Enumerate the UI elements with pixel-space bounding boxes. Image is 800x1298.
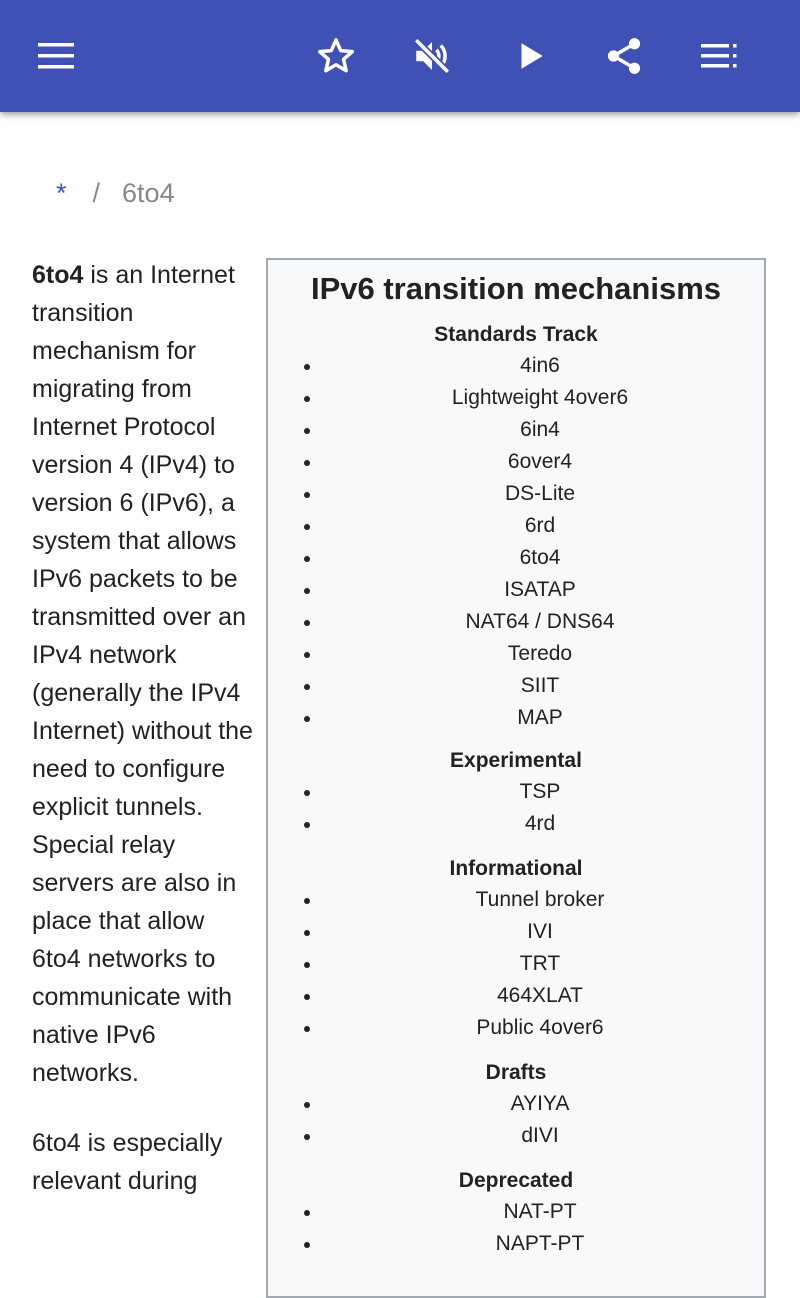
list-link[interactable]: TRT (519, 952, 561, 975)
list-item: 4in6 (268, 350, 764, 382)
list-item: TSP (268, 776, 764, 808)
list-item: ISATAP (268, 574, 764, 606)
list-item: dIVI (268, 1120, 764, 1152)
list-link[interactable]: dIVI (521, 1124, 559, 1147)
list-link[interactable]: Teredo (507, 642, 573, 665)
list-item: AYIYA (268, 1088, 764, 1120)
list-link[interactable]: 464XLAT (497, 984, 583, 1007)
list-item: NAT64 / DNS64 (268, 606, 764, 638)
list-item: SIIT (268, 670, 764, 702)
article-paragraph: 6to4 is especially relevant during (32, 1129, 223, 1195)
list-link[interactable]: SIIT (520, 674, 560, 697)
list-item: 6rd (268, 510, 764, 542)
list-item: Public 4over6 (268, 1012, 764, 1044)
list-item: MAP (268, 702, 764, 734)
list-item: IVI (268, 916, 764, 948)
playlist-icon[interactable] (690, 26, 750, 86)
list-link[interactable]: MAP (517, 706, 563, 729)
infobox-navbox: IPv6 transition mechanisms Standards Tra… (266, 258, 766, 1298)
list-link[interactable]: Public 4over6 (476, 1016, 604, 1039)
star-outline-icon[interactable] (306, 26, 366, 86)
list-link[interactable]: DS-Lite (504, 482, 576, 505)
app-toolbar (0, 0, 800, 112)
list-link[interactable]: NAT64 / DNS64 (465, 610, 615, 633)
infobox-title: IPv6 transition mechanisms (310, 271, 722, 306)
section-deprecated: Deprecated NAT-PT NAPT-PT (268, 1166, 764, 1260)
section-heading: Experimental (450, 749, 582, 772)
article-bold-term: 6to4 (32, 261, 84, 289)
play-icon[interactable] (500, 26, 560, 86)
list-link[interactable]: 6in4 (520, 418, 560, 441)
breadcrumb-home-link[interactable]: * (56, 178, 67, 208)
list-link[interactable]: 4rd (524, 812, 556, 835)
list-link[interactable]: 6over4 (507, 450, 573, 473)
article-paragraph: 6to4 is an Internet transition mechanism… (32, 256, 254, 1092)
list-link[interactable]: Tunnel broker (475, 888, 605, 911)
list-item: Teredo (268, 638, 764, 670)
list-link[interactable]: ISATAP (504, 578, 576, 601)
list-item: TRT (268, 948, 764, 980)
list-item: 464XLAT (268, 980, 764, 1012)
list-link[interactable]: 6rd (524, 514, 556, 537)
list-link[interactable]: 4in6 (520, 354, 560, 377)
section-heading: Informational (449, 857, 583, 880)
share-icon[interactable] (594, 26, 654, 86)
breadcrumb: * / 6to4 (56, 178, 175, 209)
list-item: DS-Lite (268, 478, 764, 510)
breadcrumb-separator: / (92, 178, 101, 208)
list-item: Tunnel broker (268, 884, 764, 916)
list-item: 6over4 (268, 446, 764, 478)
list-link[interactable]: NAT-PT (503, 1200, 577, 1223)
breadcrumb-current: 6to4 (122, 178, 175, 208)
list-item: Lightweight 4over6 (268, 382, 764, 414)
article-paragraph-text: is an Internet transition mechanism for … (32, 261, 253, 1087)
section-standards-track: Standards Track 4in6 Lightweight 4over6 … (268, 320, 764, 734)
list-link[interactable]: 6to4 (519, 546, 561, 569)
section-experimental: Experimental TSP 4rd (268, 746, 764, 840)
list-link[interactable]: AYIYA (510, 1092, 570, 1115)
section-informational: Informational Tunnel broker IVI TRT 464X… (268, 854, 764, 1044)
hamburger-menu-icon[interactable] (26, 26, 86, 86)
section-heading: Drafts (485, 1061, 547, 1084)
section-heading: Standards Track (434, 323, 598, 346)
volume-off-icon[interactable] (402, 26, 462, 86)
article-body: 6to4 is an Internet transition mechanism… (32, 256, 254, 1200)
list-item: 6to4 (268, 542, 764, 574)
list-item: NAT-PT (268, 1196, 764, 1228)
list-item: 4rd (268, 808, 764, 840)
section-drafts: Drafts AYIYA dIVI (268, 1058, 764, 1152)
section-heading: Deprecated (458, 1169, 574, 1192)
list-link[interactable]: NAPT-PT (495, 1232, 585, 1255)
list-link[interactable]: IVI (527, 920, 553, 943)
list-link[interactable]: TSP (519, 780, 561, 803)
list-link[interactable]: Lightweight 4over6 (451, 386, 629, 409)
list-item: 6in4 (268, 414, 764, 446)
list-item: NAPT-PT (268, 1228, 764, 1260)
